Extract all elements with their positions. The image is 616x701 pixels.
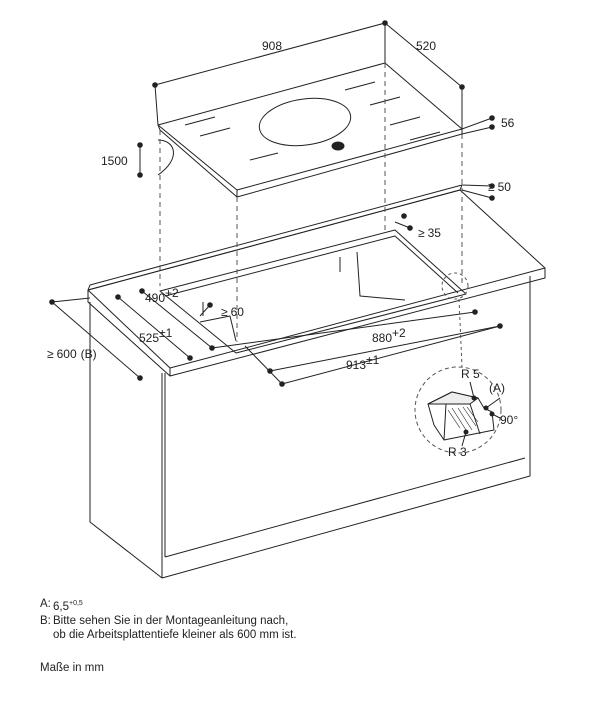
cutout-depth-a-label: 490+2	[145, 286, 179, 305]
cooking-zone	[258, 97, 352, 147]
hob-height-label: 56	[501, 116, 515, 130]
cutout-width-a-label: 880+2	[372, 326, 406, 345]
radius-bottom-label: R 3	[448, 445, 467, 459]
note-a-key: A:	[40, 598, 51, 610]
note-a-text: 6,5+0,5	[53, 600, 83, 613]
cutout-depth-b-label: 525±1	[139, 326, 173, 345]
installation-diagram: 908 520 56 1500 ≥50 ≥35 ≥60 490+2 525±1 …	[47, 20, 546, 579]
dimension-dots	[49, 20, 503, 435]
width-label: 908	[262, 39, 282, 53]
note-b: B: Bitte sehen Sie in der Montageanleitu…	[40, 614, 297, 642]
cable-length-label: 1500	[101, 154, 128, 168]
projection-lines	[159, 63, 463, 342]
worktop-depth-label: ≥600(B)	[47, 347, 97, 361]
note-a: A: 6,5+0,5	[40, 597, 297, 614]
cabinet	[89, 276, 531, 579]
depth-label: 520	[416, 39, 436, 53]
rear-gap-label: ≥35	[418, 226, 441, 240]
angle-label: 90°	[500, 413, 518, 427]
note-b-text: Bitte sehen Sie in der Montageanleitung …	[53, 615, 297, 641]
hob	[157, 62, 463, 198]
cutout-width-b-label: 913±1	[346, 353, 380, 372]
note-b-key: B:	[40, 615, 51, 627]
marker-a-label: (A)	[489, 381, 505, 395]
dimension-lines	[51, 22, 501, 385]
front-gap-label: ≥60	[221, 305, 244, 319]
radius-top-label: R 5	[461, 367, 480, 381]
worktop	[87, 184, 546, 377]
units-note: Maße in mm	[40, 662, 104, 674]
detail-callout	[414, 272, 502, 454]
notes: A: 6,5+0,5 B: Bitte sehen Sie in der Mon…	[40, 597, 297, 642]
rear-offset-label: ≥50	[488, 180, 511, 194]
